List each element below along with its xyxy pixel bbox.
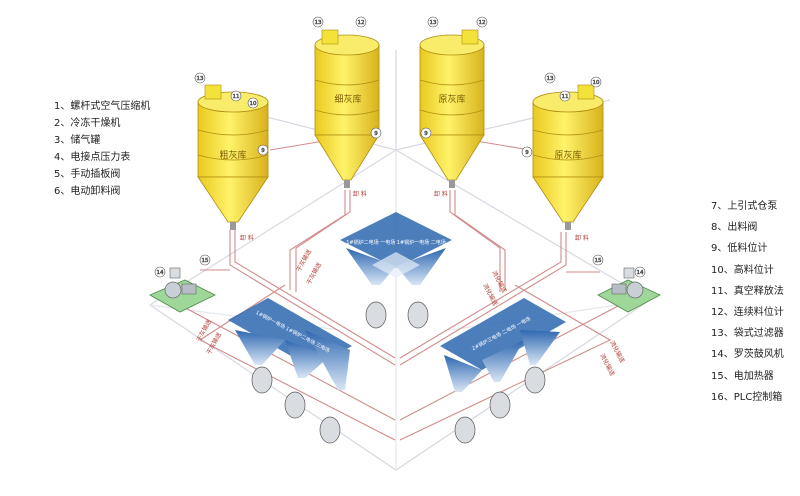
legend-item: 3、储气罐 [54, 135, 101, 146]
badge: 13 [430, 20, 437, 26]
legend-item: 7、上引式仓泵 [711, 201, 778, 212]
badge: 12 [479, 20, 486, 26]
legend-item: 2、冷冻干燥机 [54, 118, 121, 129]
legend-item: 12、连续料位计 [711, 306, 784, 318]
legend-item: 10、高料位计 [711, 264, 774, 276]
pipe-label: 流化输送 [490, 269, 508, 294]
pipe-label: 干灰输送 [295, 248, 313, 273]
hopper-group-left: 1#锅炉一电场 1#锅炉二电场 三电场 [228, 298, 352, 390]
badge: 14 [157, 270, 164, 276]
badge: 15 [595, 258, 602, 264]
hopper-group-top: 1#锅炉二电场 一电场 1#锅炉一电场 二电场 [340, 212, 452, 285]
legend-item: 15、电加热器 [711, 370, 774, 382]
legend-item: 4、电接点压力表 [54, 152, 131, 163]
legend-item: 6、电动卸料阀 [54, 186, 121, 197]
legend-right: 7、上引式仓泵 8、出料阀 9、低料位计 10、高料位计 11、真空释放法 12… [711, 196, 784, 408]
badge: 9 [525, 150, 529, 156]
roots-blower-right [597, 267, 661, 313]
silo-right-inner-label: 原灰库 [438, 93, 465, 105]
component-badges: 13 11 10 9 13 12 9 13 12 9 13 11 10 9 14… [154, 16, 646, 278]
pipe-label: 卸 料 [353, 190, 367, 198]
legend-item: 5、手动插板阀 [54, 169, 121, 180]
pipe-label: 流化输送 [598, 352, 616, 377]
legend-left: 1、螺杆式空气压缩机 2、冷冻干燥机 3、储气罐 4、电接点压力表 5、手动插板… [54, 98, 150, 200]
badge: 12 [358, 20, 365, 26]
legend-item: 8、出料阀 [711, 222, 758, 234]
silo-right-outer-label: 原灰库 [554, 149, 581, 161]
roots-blower-left [149, 267, 216, 313]
legend-item: 13、袋式过滤器 [711, 328, 784, 340]
badge: 10 [593, 80, 600, 86]
silo-right-inner: 原灰库 [419, 29, 485, 188]
pipe-label: 流化输送 [608, 339, 626, 364]
conveying-pipes [179, 139, 621, 441]
badge: 13 [315, 20, 322, 26]
hopper-group-right: 2#锅炉三电场 二电场 一电场 [440, 298, 566, 392]
badge: 14 [637, 270, 644, 276]
legend-item: 14、罗茨鼓风机 [711, 349, 784, 361]
badge: 13 [547, 76, 554, 82]
pipe-label: 干灰输送 [305, 261, 323, 286]
badge: 13 [197, 76, 204, 82]
badge: 10 [250, 101, 257, 107]
badge: 9 [424, 131, 428, 137]
badge: 9 [374, 131, 378, 137]
silo-left-outer: 粗灰库 [197, 84, 269, 230]
badge: 15 [202, 258, 209, 264]
legend-item: 11、真空释放法 [711, 285, 784, 297]
pipe-label: 干灰输送 [195, 318, 213, 343]
legend-item: 1、螺杆式空气压缩机 [54, 101, 151, 112]
hopper-top-label: 1#锅炉二电场 一电场 1#锅炉一电场 二电场 [346, 239, 446, 246]
badge: 11 [233, 94, 240, 100]
silo-left-inner: 细灰库 [314, 29, 380, 188]
badge: 11 [562, 94, 569, 100]
silo-left-inner-label: 细灰库 [334, 93, 361, 105]
badge: 9 [261, 148, 265, 154]
pipe-label: 卸 料 [575, 234, 589, 242]
pipe-label: 流化输送 [481, 282, 499, 307]
pipe-label: 卸 料 [434, 190, 448, 198]
bin-pumps [251, 301, 546, 444]
silo-right-outer: 原灰库 [532, 84, 604, 230]
pipe-label: 卸 料 [240, 234, 254, 242]
silo-left-outer-label: 粗灰库 [219, 149, 246, 161]
legend-item: 9、低料位计 [711, 243, 768, 255]
legend-item: 16、PLC控制箱 [711, 391, 783, 403]
